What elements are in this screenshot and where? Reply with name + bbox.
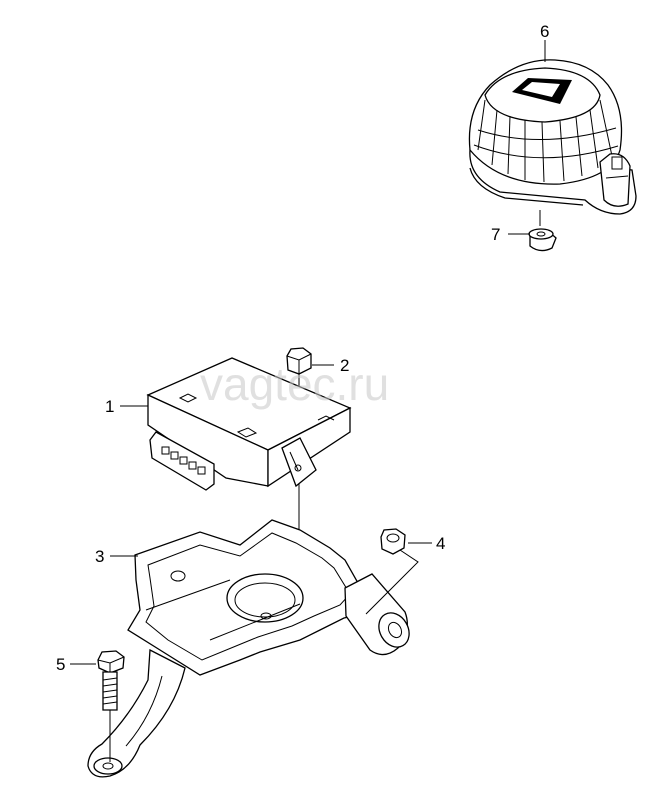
- siren-icon[interactable]: [468, 59, 637, 215]
- callout-1: 1: [105, 397, 114, 416]
- leader-lines: [70, 40, 546, 665]
- hex-nut-icon[interactable]: [365, 528, 419, 615]
- callout-7: 7: [491, 225, 500, 244]
- callout-3: 3: [95, 547, 104, 566]
- bolt-icon[interactable]: [97, 650, 125, 762]
- bracket-icon[interactable]: [87, 519, 415, 778]
- callout-4: 4: [436, 534, 445, 553]
- callout-2: 2: [340, 356, 349, 375]
- watermark: vagtec.ru: [200, 358, 389, 410]
- callout-6: 6: [540, 22, 549, 41]
- control-unit-icon[interactable]: [146, 357, 352, 491]
- flange-nut-icon[interactable]: [528, 210, 557, 252]
- callout-5: 5: [56, 655, 65, 674]
